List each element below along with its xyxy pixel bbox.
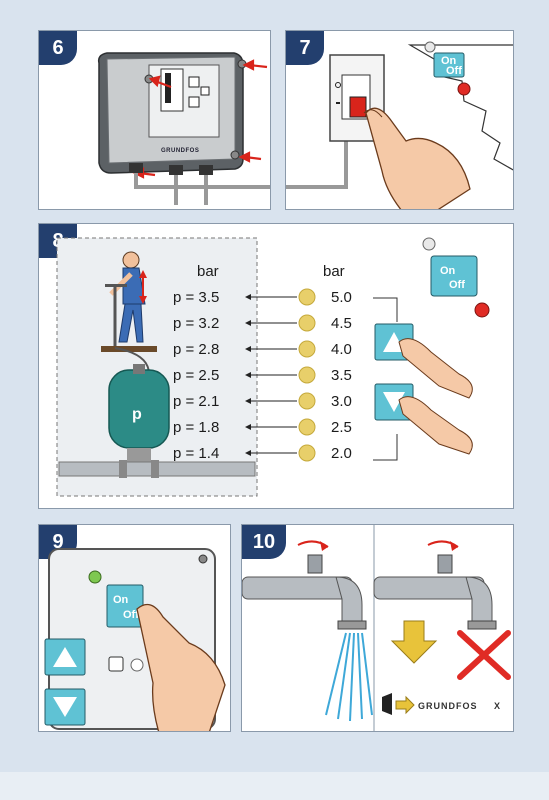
brand-label: GRUNDFOS [418,701,478,711]
tap-open-icon [242,540,367,630]
step-7-panel: 7 On Off [285,30,514,210]
switch-rocker [349,96,367,118]
status-led-green [88,570,102,584]
arrowhead-icon [245,450,251,456]
arrowhead-icon [245,398,251,404]
pressure-value-left: p = 1.4 [173,445,219,462]
pressure-value-left: p = 2.1 [173,393,219,410]
hand-icon [136,603,226,731]
page-footer-strip [0,772,549,800]
water-stream-icon [325,632,373,722]
status-led-red [457,82,471,96]
pressure-led-icon [298,366,316,384]
onoff-button[interactable] [433,52,465,78]
screw-icon [198,554,208,564]
brand-label: GRUNDFOS [161,148,199,154]
step-number-badge: 10 [242,525,286,559]
onoff-label-off: Off [449,279,465,291]
hand-icon [398,396,473,455]
pressure-value-right: 3.5 [331,367,352,384]
pressure-led-icon [298,444,316,462]
pressure-led-icon [298,392,316,410]
pressure-value-left: p = 3.5 [173,289,219,306]
step-number-badge: 6 [39,31,77,65]
screw-icon [230,150,240,160]
pressure-value-right: 2.5 [331,419,352,436]
onoff-label-on: On [113,594,129,606]
phone-icon [382,693,392,715]
arrowhead-icon [245,294,251,300]
right-unit-header: bar [323,263,345,280]
status-led-red [474,302,490,318]
arrow-down-icon [390,620,438,664]
arrow-down-icon [53,697,77,717]
person-pump-icon [101,251,157,352]
status-led-off [422,237,436,251]
pressure-led-icon [298,288,316,306]
pressure-led-icon [298,340,316,358]
pressure-value-right: 4.5 [331,315,352,332]
step-6-panel: 6 GRUNDFOS [38,30,271,210]
arrowhead-icon [245,372,251,378]
step-10-panel: 10 [241,524,514,732]
pressure-value-left: p = 2.5 [173,367,219,384]
onoff-label-on: On [441,55,457,67]
pressure-setting-illustration: p bar bar p = 3.5 5.0 p = 3.2 4.5 p = 2.8 4.0… [56,237,490,497]
control-box-illustration: GRUNDFOS [97,52,270,205]
pressure-value-left: p = 3.2 [173,315,219,332]
power-switch-illustration: On Off [286,41,513,209]
arrow-up-icon [53,647,77,667]
pressure-value-right: 2.0 [331,445,352,462]
step-number-badge: 7 [286,31,324,65]
onoff-label-off: Off [123,609,139,621]
arrow-down-icon [383,392,405,412]
pressure-led-icon [298,314,316,332]
brand-footer: GRUNDFOS X [382,693,501,715]
step-9-panel: 9 On Off [38,524,231,732]
faucet-test-illustration: GRUNDFOS X [242,525,511,731]
pressure-value-right: 5.0 [331,289,352,306]
step-8-panel: 8 p [38,223,514,509]
pressure-value-right: 3.0 [331,393,352,410]
pressure-value-right: 4.0 [331,341,352,358]
status-led-off [130,658,144,672]
arrow-up-icon [383,332,405,352]
status-led-off [424,41,436,53]
pressure-tank-icon: p [58,364,256,478]
arrowhead-icon [245,424,251,430]
onoff-label-off: Off [446,65,462,77]
hand-icon [365,107,471,209]
arrowhead-icon [245,346,251,352]
tank-label: p [132,406,142,423]
tap-closed-icon [373,540,497,630]
cross-icon [457,630,511,680]
pressure-table: p = 3.5 5.0 p = 3.2 4.5 p = 2.8 4.0 p = 2.5 3.5… [173,288,352,462]
hand-icon [398,338,473,399]
pressure-value-left: p = 1.8 [173,419,219,436]
arrow-right-icon [395,695,415,715]
pressure-led-icon [298,418,316,436]
pressure-value-left: p = 2.8 [173,341,219,358]
left-unit-header: bar [197,263,219,280]
lock-icon [108,656,124,672]
arrowhead-icon [245,320,251,326]
onoff-label-on: On [440,265,456,277]
onoff-button[interactable] [430,255,478,297]
brand-logo-icon: X [494,701,501,711]
control-panel-illustration: On Off [44,548,226,731]
